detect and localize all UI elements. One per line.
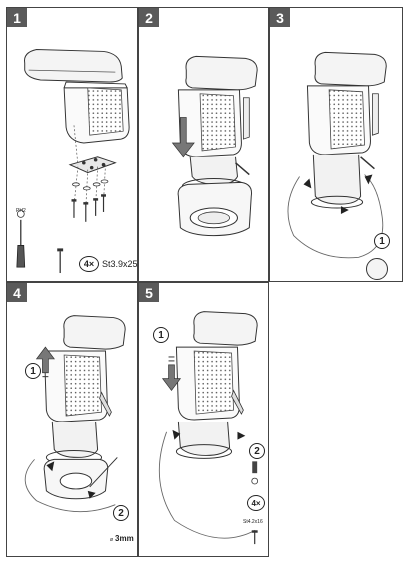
armrest-mounting-illustration bbox=[171, 55, 258, 237]
bracket-alignment-illustration bbox=[287, 51, 387, 259]
clip-detail-icon bbox=[366, 258, 388, 280]
armrest-exploded-illustration bbox=[16, 48, 130, 274]
gap-symbol-label: ø bbox=[110, 537, 114, 543]
screw-count-circle: 4× bbox=[247, 495, 265, 511]
step-2-panel: 2 bbox=[138, 7, 269, 282]
step-1-panel: 1 bbox=[6, 7, 138, 282]
step-5-panel: 5 1 2 4× St4.2x16 bbox=[138, 282, 269, 557]
step-number-badge: 1 bbox=[7, 8, 27, 27]
screw-spec-label: St3.9x25 bbox=[102, 259, 138, 269]
step-number-badge: 5 bbox=[139, 283, 159, 302]
gap-size-label: 3mm bbox=[115, 534, 134, 543]
callout-2-circle: 2 bbox=[113, 505, 129, 521]
tool-label: PH2 bbox=[16, 208, 26, 214]
step-number-badge: 2 bbox=[139, 8, 159, 27]
callout-2-circle: 2 bbox=[249, 443, 265, 459]
step-3-panel: 3 1 bbox=[269, 7, 403, 282]
callout-1-circle: 1 bbox=[25, 363, 41, 379]
step-number-badge: 3 bbox=[270, 8, 290, 27]
final-fixing-illustration bbox=[158, 311, 259, 545]
callout-1-circle: 1 bbox=[374, 233, 390, 249]
step-4-panel: 4 1 2 ø 3mm bbox=[6, 282, 138, 557]
screw-count-circle: 4× bbox=[79, 256, 99, 272]
lift-adjustment-illustration bbox=[24, 315, 126, 513]
screw-spec-label: St4.2x16 bbox=[243, 519, 263, 525]
callout-1-circle: 1 bbox=[153, 327, 169, 343]
step-number-badge: 4 bbox=[7, 283, 27, 302]
